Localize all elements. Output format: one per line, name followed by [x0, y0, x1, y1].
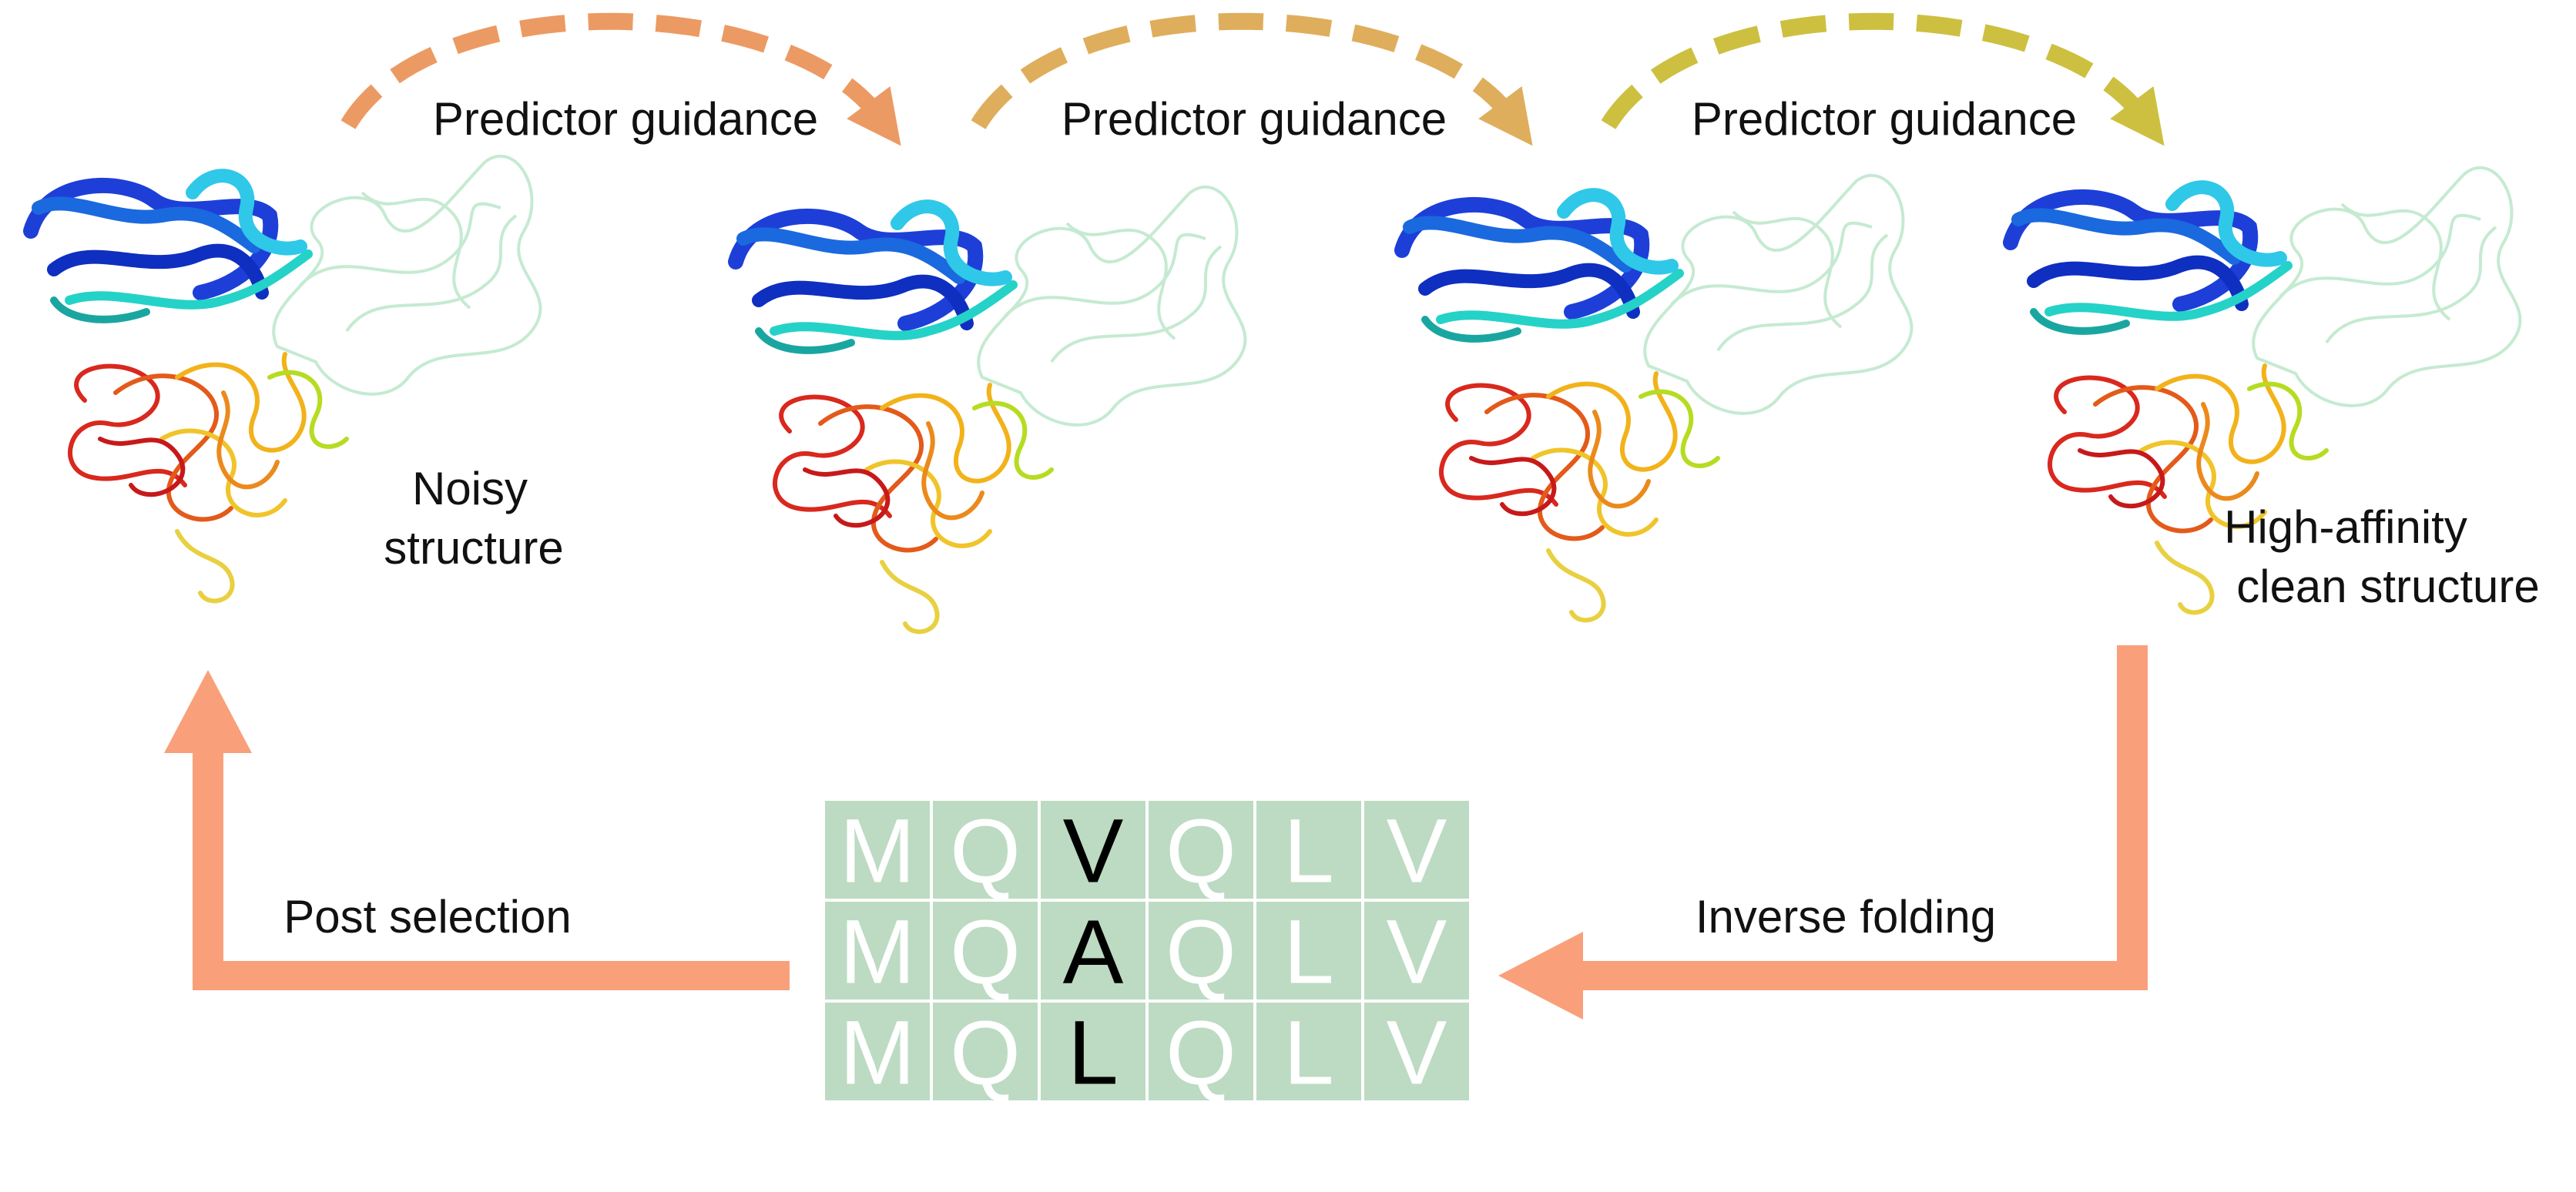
sequence-cell	[1041, 1003, 1145, 1100]
antigen-chain	[2252, 166, 2522, 407]
inverse-folding-arrow	[1498, 645, 2148, 1020]
sequence-cell	[933, 902, 1038, 999]
sequence-residue: V	[1387, 1003, 1447, 1104]
sequence-cell	[1149, 902, 1253, 999]
sequence-residue: L	[1283, 1003, 1334, 1104]
protein-structure-4	[2003, 166, 2522, 615]
post-selection-label: Post selection	[283, 891, 572, 943]
sequence-cell	[1149, 801, 1253, 899]
mutated-residue: A	[1063, 902, 1124, 1003]
sequence-residue: V	[1387, 902, 1447, 1003]
nanobody-chain	[728, 199, 1018, 354]
guidance-arrow-1	[340, 12, 901, 146]
mutated-residue: L	[1068, 1003, 1119, 1104]
sequence-residue: Q	[950, 801, 1021, 902]
sequence-residue: M	[840, 902, 915, 1003]
sequence-residue: M	[840, 801, 915, 902]
binder-chain	[68, 352, 349, 604]
binder-chain	[2048, 363, 2329, 615]
sequence-cell	[1256, 1003, 1361, 1100]
binder-chain	[773, 383, 1054, 635]
sequence-cell	[1364, 801, 1469, 899]
post-selection-arrow	[164, 670, 790, 990]
sequence-residue: M	[840, 1003, 915, 1104]
sequence-cell	[1149, 1003, 1253, 1100]
sequence-residue: Q	[950, 1003, 1021, 1104]
sequence-residue: L	[1283, 902, 1334, 1003]
structure-1-label-line-2: structure	[384, 522, 563, 574]
sequence-residue: V	[1387, 801, 1447, 902]
sequence-cell	[1041, 801, 1145, 899]
mutated-residue: V	[1063, 801, 1124, 902]
nanobody-chain	[23, 169, 313, 323]
sequence-cell	[933, 1003, 1038, 1100]
guidance-label-2: Predictor guidance	[1062, 93, 1447, 145]
sequence-residue: Q	[950, 902, 1021, 1003]
structure-4-label-line-1: High-affinity	[2224, 501, 2467, 553]
sequence-cell	[1256, 902, 1361, 999]
sequence-cell	[825, 1003, 930, 1100]
sequence-cell	[825, 902, 930, 999]
sequence-cell	[1364, 902, 1469, 999]
antigen-chain	[272, 154, 542, 396]
inverse-folding-label: Inverse folding	[1696, 891, 1996, 943]
sequence-residue: Q	[1166, 801, 1236, 902]
structure-1-label-line-1: Noisy	[412, 463, 528, 514]
sequence-cell	[1041, 902, 1145, 999]
guidance-arrow-2	[971, 12, 1533, 146]
structure-4-label-line-2: clean structure	[2236, 561, 2540, 612]
nanobody-chain	[1394, 188, 1684, 343]
sequence-residue: Q	[1166, 902, 1236, 1003]
antigen-chain	[1643, 173, 1914, 415]
guidance-label-1: Predictor guidance	[433, 93, 818, 145]
protein-structure-3	[1394, 173, 1914, 623]
guidance-arrow-3	[1601, 12, 2165, 146]
binder-chain	[1439, 371, 1720, 623]
protein-structure-1	[23, 154, 542, 604]
sequence-residue: Q	[1166, 1003, 1236, 1104]
sequence-cell	[825, 801, 930, 899]
nanobody-chain	[2003, 180, 2293, 335]
protein-structure-2	[728, 185, 1247, 635]
sequence-cell	[1256, 801, 1361, 899]
sequence-residue: L	[1283, 801, 1334, 902]
sequence-cell	[933, 801, 1038, 899]
guidance-label-3: Predictor guidance	[1692, 93, 2077, 145]
antigen-chain	[977, 185, 1247, 427]
sequence-cell	[1364, 1003, 1469, 1100]
